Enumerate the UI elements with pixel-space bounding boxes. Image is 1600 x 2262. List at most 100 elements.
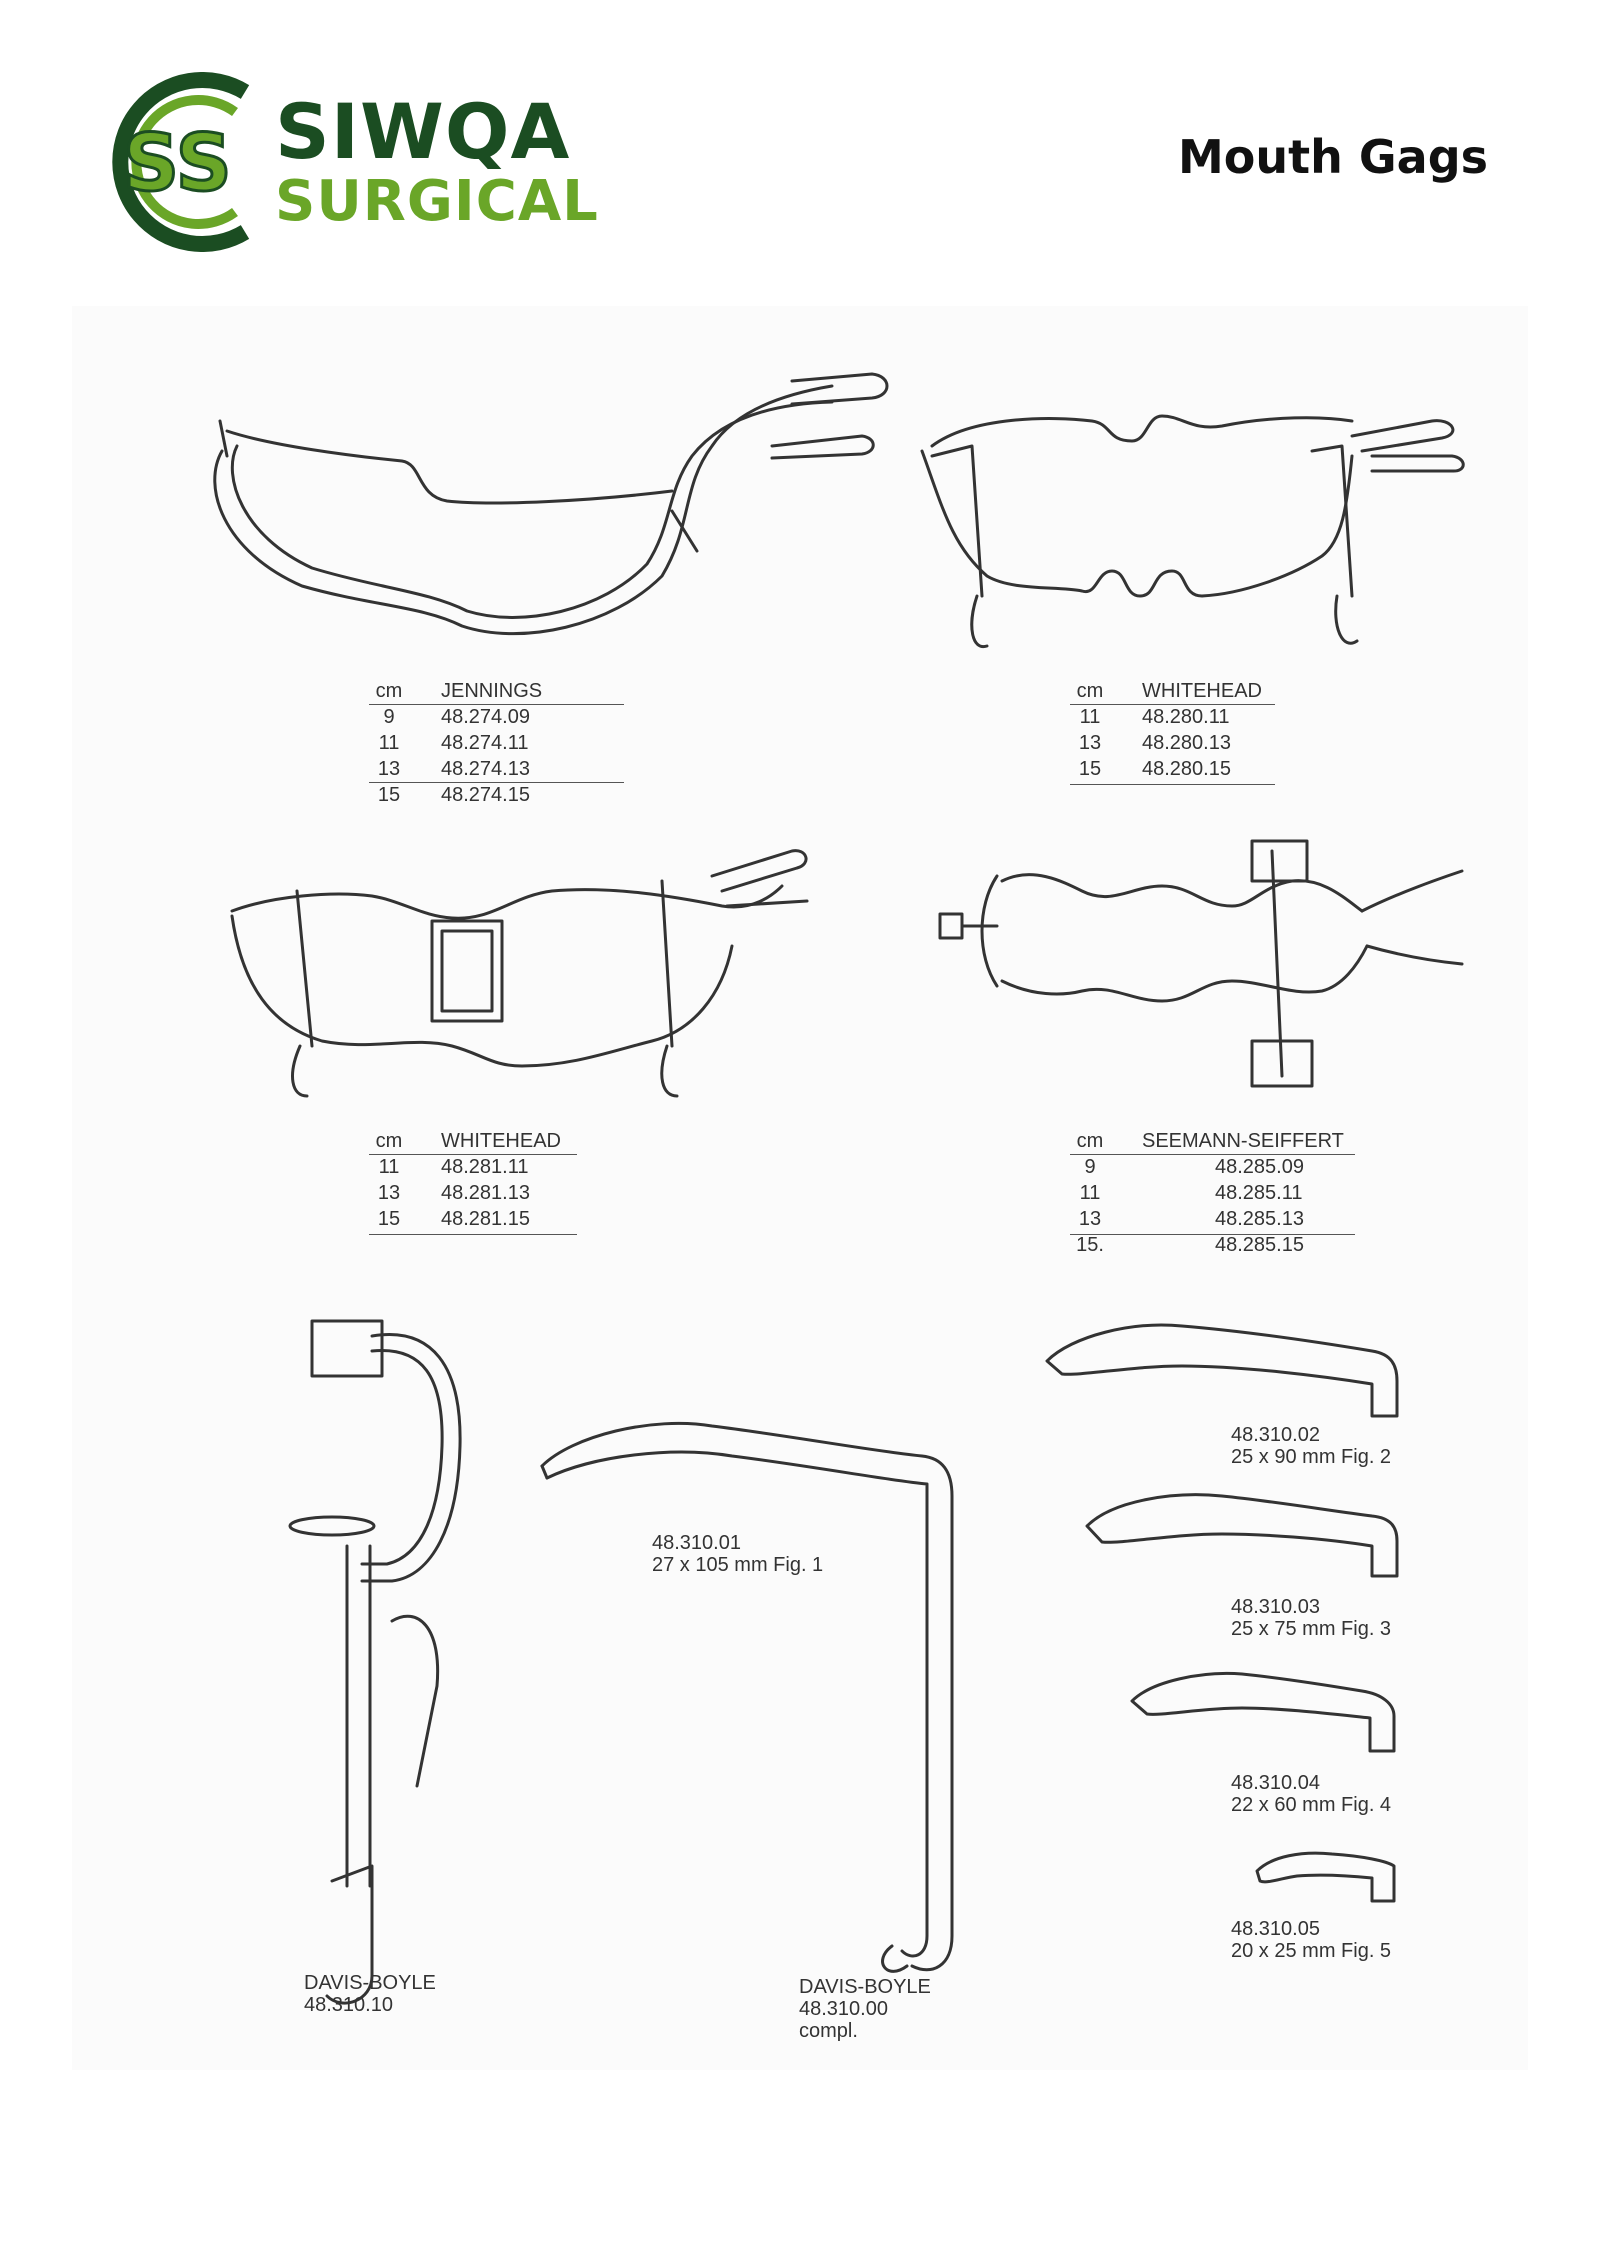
header-name: WHITEHEAD — [441, 1130, 561, 1152]
cell-code: 48.285.13 — [1215, 1208, 1304, 1230]
caption-code: 48.310.05 — [1231, 1918, 1320, 1940]
brand-name-bottom: SURGICAL — [275, 169, 599, 234]
caption-blade-fig3: 48.310.03 25 x 75 mm Fig. 3 — [1231, 1596, 1391, 1640]
table-header: cm JENNINGS — [369, 678, 624, 704]
siwqa-monogram-icon: SS — [112, 72, 250, 252]
brand-name-top: SIWQA — [275, 87, 571, 176]
cell-cm: 11 — [378, 732, 400, 754]
cell-code: 48.280.15 — [1142, 758, 1231, 780]
cell-code: 48.285.11 — [1215, 1182, 1303, 1204]
caption-code: 48.310.01 — [652, 1532, 741, 1554]
cell-code: 48.274.13 — [441, 758, 530, 780]
caption-davis-boyle-frame: DAVIS-BOYLE 48.310.10 — [304, 1972, 436, 2016]
cell-cm: 9 — [1084, 1156, 1096, 1178]
cell-code: 48.285.09 — [1215, 1156, 1304, 1178]
table-row: 13 48.280.13 — [1070, 730, 1275, 756]
caption-code: 48.310.02 — [1231, 1424, 1320, 1446]
cell-cm: 13 — [377, 758, 401, 780]
cell-cm: 11 — [378, 1156, 400, 1178]
instrument-illustrations — [213, 372, 1465, 2005]
table-header: cm WHITEHEAD — [1070, 678, 1275, 704]
page-title: Mouth Gags — [1178, 130, 1488, 184]
whitehead-gag-illustration — [920, 414, 1465, 649]
cell-cm: 15 — [1078, 758, 1102, 780]
table-seemann-seiffert: cm SEEMANN-SEIFFERT 9 48.285.09 11 48.285.… — [1070, 1128, 1355, 1258]
cell-cm: 11 — [1079, 706, 1101, 728]
table-row: 9 48.285.09 — [1070, 1154, 1355, 1180]
divider — [369, 782, 624, 783]
cell-cm: 15. — [1076, 1234, 1104, 1256]
caption-blade-fig5: 48.310.05 20 x 25 mm Fig. 5 — [1231, 1918, 1391, 1962]
divider — [1070, 784, 1275, 785]
caption-size: 25 x 90 mm Fig. 2 — [1231, 1446, 1392, 1468]
cell-cm: 11 — [1079, 1182, 1101, 1204]
header-cm: cm — [1076, 680, 1104, 702]
caption-blade-fig4: 48.310.04 22 x 60 mm Fig. 4 — [1231, 1772, 1391, 1816]
table-jennings: cm JENNINGS 9 48.274.09 11 48.274.11 13 48.… — [369, 678, 624, 808]
jennings-gag-illustration — [213, 372, 889, 636]
table-row: 15 48.280.15 — [1070, 756, 1275, 782]
cell-code: 48.274.09 — [441, 706, 530, 728]
header-name: WHITEHEAD — [1142, 680, 1262, 702]
table-row: 13 48.285.13 — [1070, 1206, 1355, 1232]
caption-note: compl. — [799, 2020, 858, 2042]
caption-size: 22 x 60 mm Fig. 4 — [1231, 1794, 1392, 1816]
caption-code: 48.310.03 — [1231, 1596, 1320, 1618]
caption-blade-fig1: 48.310.01 27 x 105 mm Fig. 1 — [652, 1532, 823, 1576]
header-name: JENNINGS — [441, 680, 543, 702]
blade-fig4-illustration — [1130, 1672, 1396, 1753]
divider — [369, 1234, 577, 1235]
table-header: cm SEEMANN-SEIFFERT — [1070, 1128, 1355, 1154]
caption-size: 20 x 25 mm Fig. 5 — [1231, 1940, 1392, 1962]
table-row: 13 48.274.13 — [369, 756, 624, 782]
svg-text:SS: SS — [123, 119, 232, 209]
table-row: 15 48.281.15 — [369, 1206, 577, 1232]
davis-boyle-frame-illustration — [288, 1319, 462, 2005]
caption-blade-fig2: 48.310.02 25 x 90 mm Fig. 2 — [1231, 1424, 1391, 1468]
table-row: 9 48.274.09 — [369, 704, 624, 730]
blade-fig3-illustration — [1085, 1493, 1399, 1578]
caption-code: 48.310.00 — [799, 1998, 888, 2020]
table-row: 11 48.285.11 — [1070, 1180, 1355, 1206]
cell-code: 48.274.11 — [441, 732, 529, 754]
caption-name: DAVIS-BOYLE — [799, 1976, 931, 1998]
table-row: 13 48.281.13 — [369, 1180, 577, 1206]
table-row: 11 48.281.11 — [369, 1154, 577, 1180]
cell-code: 48.280.11 — [1142, 706, 1230, 728]
catalog-panel: cm JENNINGS 9 48.274.09 11 48.274.11 13 48.… — [72, 306, 1528, 2070]
cell-code: 48.280.13 — [1142, 732, 1231, 754]
divider — [1070, 1154, 1355, 1155]
caption-size: 25 x 75 mm Fig. 3 — [1231, 1618, 1392, 1640]
divider — [1070, 704, 1275, 705]
caption-name: DAVIS-BOYLE — [304, 1972, 436, 1994]
cell-cm: 13 — [377, 1182, 401, 1204]
table-row: 15 48.274.15 — [369, 782, 624, 808]
caption-davis-boyle-complete: DAVIS-BOYLE 48.310.00 compl. — [799, 1976, 931, 2042]
cell-code: 48.281.13 — [441, 1182, 530, 1204]
divider — [369, 704, 624, 705]
table-row: 11 48.280.11 — [1070, 704, 1275, 730]
caption-code: 48.310.04 — [1231, 1772, 1320, 1794]
table-whitehead-a: cm WHITEHEAD 11 48.280.11 13 48.280.13 15 4… — [1070, 678, 1275, 785]
caption-code: 48.310.10 — [304, 1994, 393, 2016]
header-cm: cm — [375, 1130, 403, 1152]
cell-cm: 13 — [1078, 732, 1102, 754]
seemann-seiffert-gag-illustration — [938, 839, 1464, 1088]
header-cm: cm — [1076, 1130, 1104, 1152]
table-row: 15. 48.285.15 — [1070, 1232, 1355, 1258]
cell-code: 48.285.15 — [1215, 1234, 1304, 1256]
cell-code: 48.281.11 — [441, 1156, 529, 1178]
table-header: cm WHITEHEAD — [369, 1128, 577, 1154]
header-cm: cm — [375, 680, 403, 702]
divider — [1070, 1234, 1355, 1235]
cell-code: 48.281.15 — [441, 1208, 530, 1230]
cell-cm: 13 — [1078, 1208, 1102, 1230]
cell-cm: 15 — [377, 1208, 401, 1230]
cell-cm: 15 — [377, 784, 401, 806]
cell-cm: 9 — [383, 706, 395, 728]
header-name: SEEMANN-SEIFFERT — [1142, 1130, 1344, 1152]
whitehead-b-gag-illustration — [230, 849, 809, 1098]
blade-fig5-illustration — [1255, 1851, 1396, 1903]
blade-fig1-illustration — [540, 1421, 954, 1973]
cell-code: 48.274.15 — [441, 784, 530, 806]
